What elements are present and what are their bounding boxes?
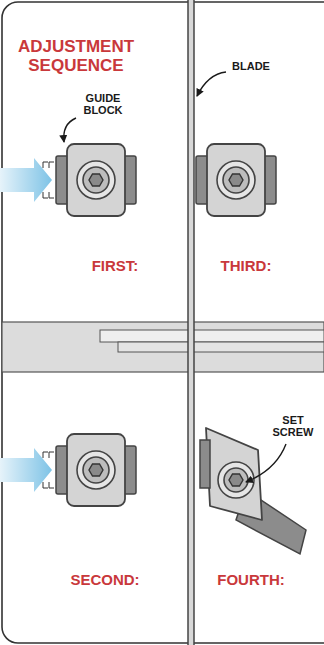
diagram-title: ADJUSTMENT SEQUENCE xyxy=(14,38,138,75)
step-label: THIRD: xyxy=(206,258,286,275)
part-label: SET SCREW xyxy=(268,414,318,438)
part-label: BLADE xyxy=(226,60,276,72)
part-label: GUIDE BLOCK xyxy=(70,92,136,116)
step-label: FOURTH: xyxy=(204,572,298,589)
step-label: FIRST: xyxy=(80,258,150,275)
step-label: SECOND: xyxy=(60,572,150,589)
